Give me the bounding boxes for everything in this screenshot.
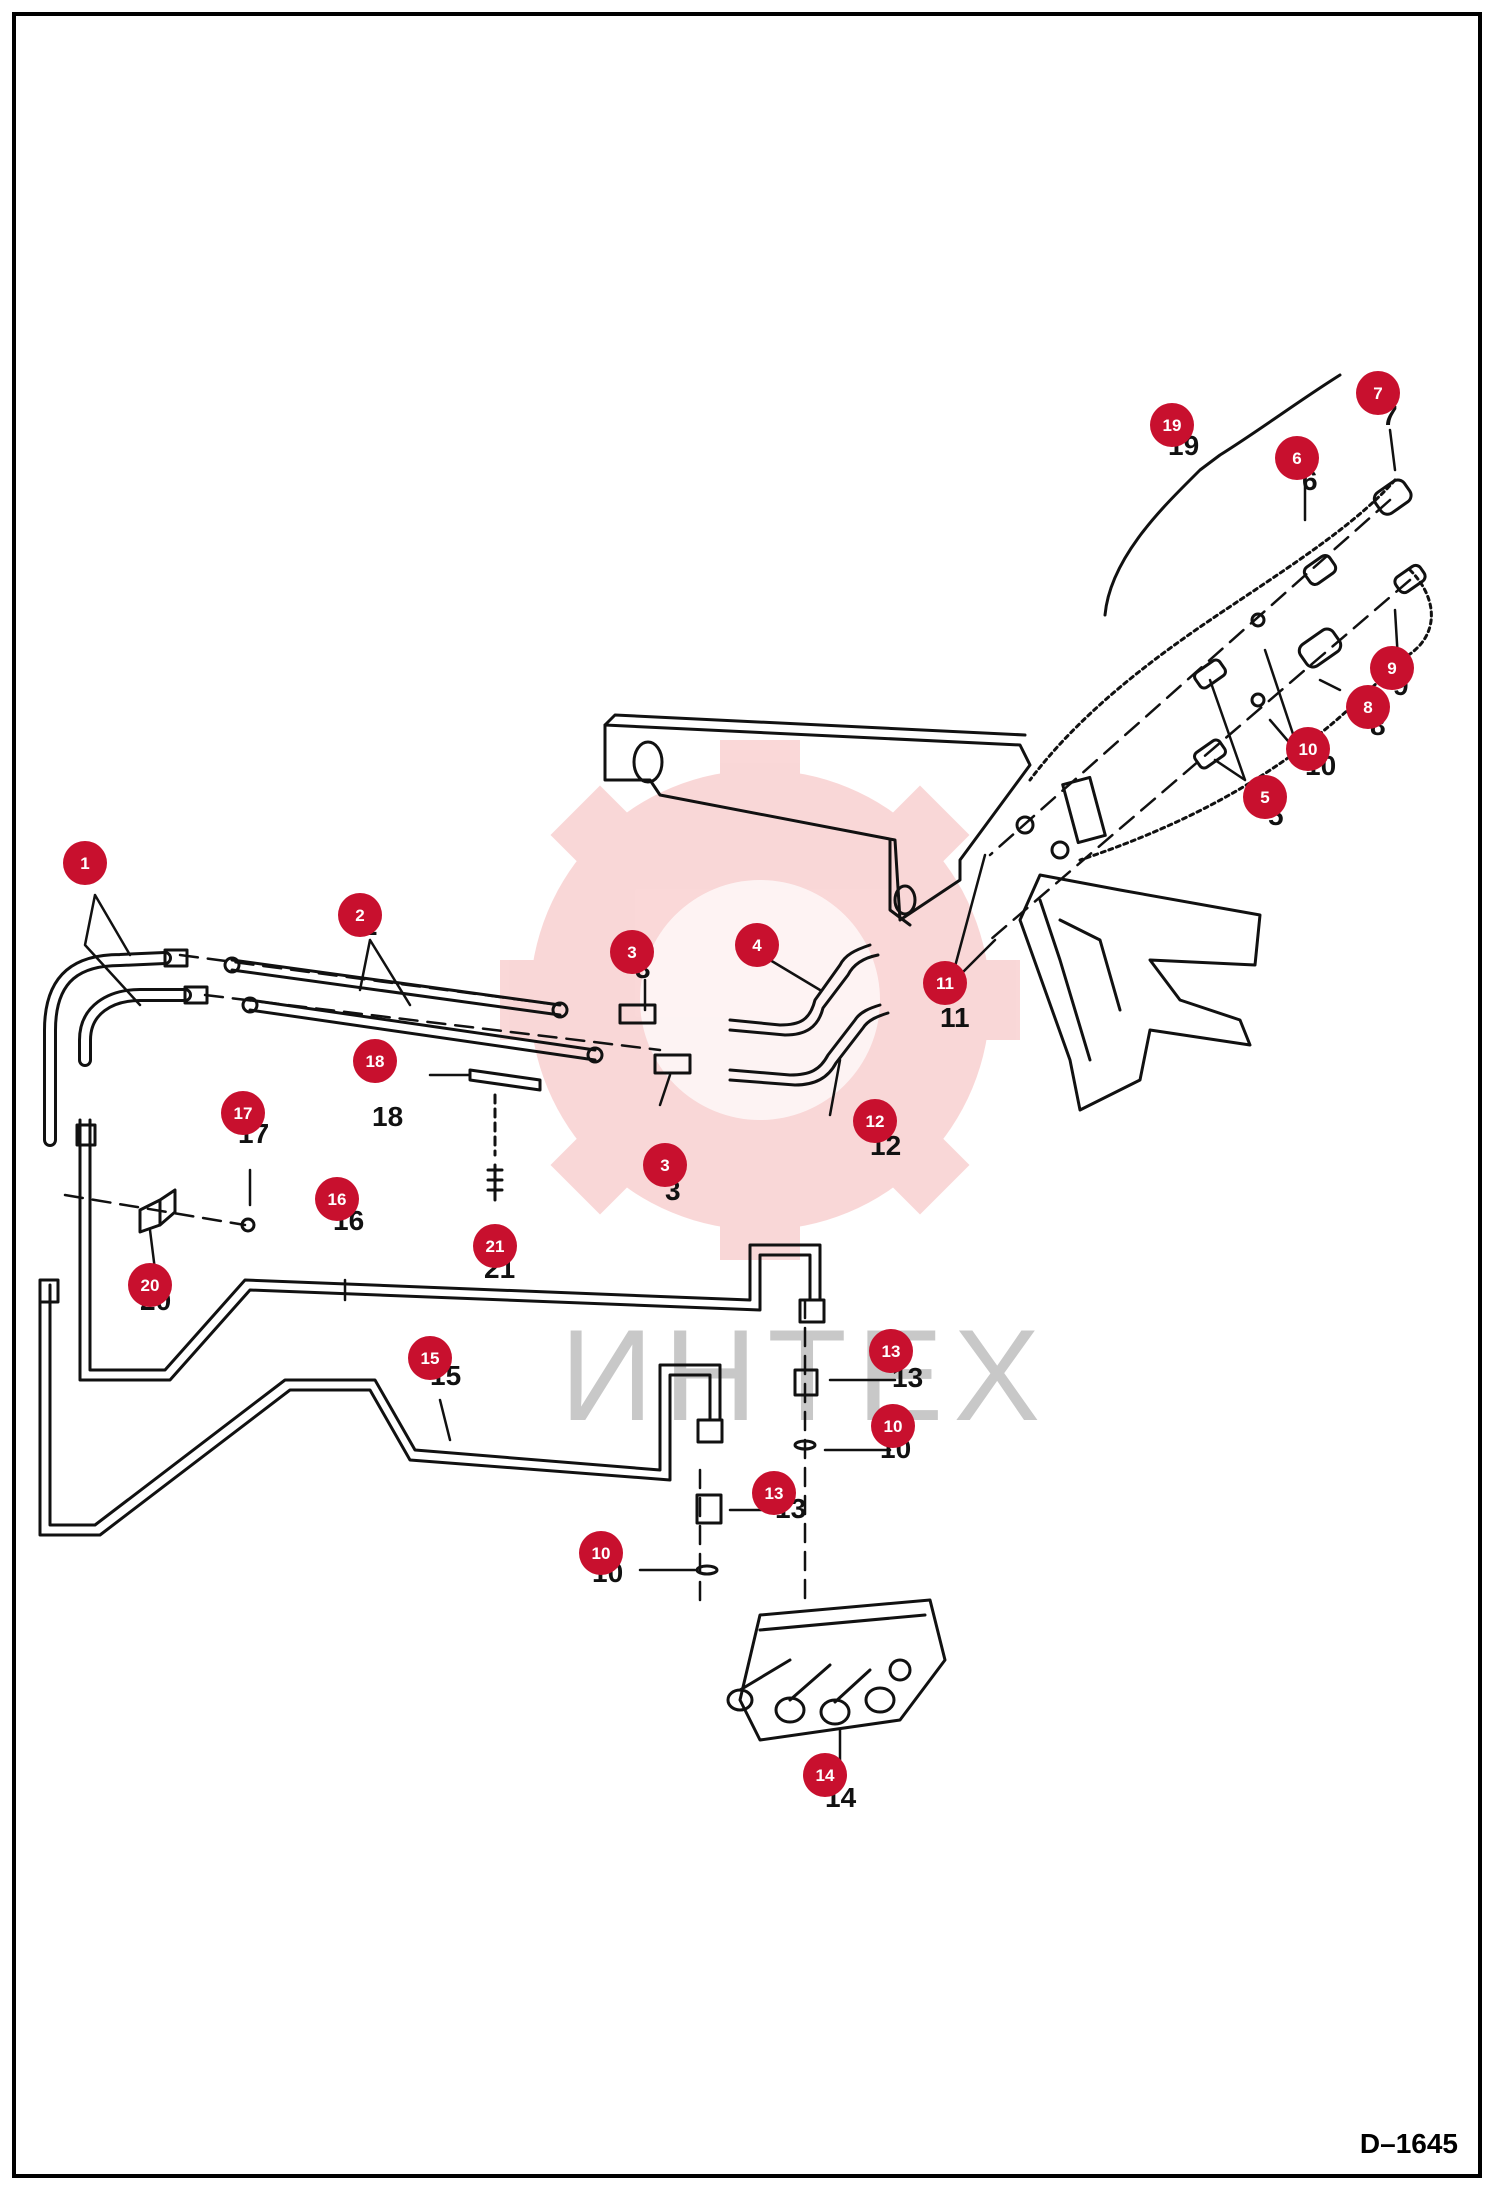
callout-badge-19[interactable]: 19 [1150, 403, 1194, 447]
callout-badge-2[interactable]: 2 [338, 893, 382, 937]
callout-badge-10-lower[interactable]: 10 [579, 1531, 623, 1575]
svg-text:12: 12 [866, 1112, 885, 1131]
svg-text:15: 15 [421, 1349, 440, 1368]
callout-badge-16[interactable]: 16 [315, 1177, 359, 1221]
callout-badge-18[interactable]: 18 [353, 1039, 397, 1083]
coupling-lower [653, 1053, 692, 1075]
watermark-text: ИНТЕХ [560, 1302, 1050, 1448]
svg-text:10: 10 [1299, 740, 1318, 759]
svg-text:4: 4 [752, 936, 762, 955]
callout-badge-15[interactable]: 15 [408, 1336, 452, 1380]
callout-badge-7[interactable]: 7 [1356, 371, 1400, 415]
svg-text:10: 10 [884, 1417, 903, 1436]
callout-badge-8[interactable]: 8 [1346, 685, 1390, 729]
part-number-18: 18 [372, 1101, 403, 1132]
callout-badge-21[interactable]: 21 [473, 1224, 517, 1268]
nut [240, 1217, 256, 1233]
callout-badge-3-upper[interactable]: 3 [610, 930, 654, 974]
callout-badge-14[interactable]: 14 [803, 1753, 847, 1797]
svg-text:7: 7 [1373, 384, 1382, 403]
svg-text:20: 20 [141, 1276, 160, 1295]
callout-badge-12[interactable]: 12 [853, 1099, 897, 1143]
callout-badge-5[interactable]: 5 [1243, 775, 1287, 819]
svg-text:5: 5 [1260, 788, 1269, 807]
fitting-13-lower [695, 1493, 723, 1525]
svg-text:6: 6 [1292, 449, 1301, 468]
callout-badge-13-upper[interactable]: 13 [869, 1329, 913, 1373]
svg-text:13: 13 [765, 1484, 784, 1503]
bracket [138, 1188, 177, 1234]
callout-badges: 1 2 3 3 4 5 6 7 8 9 10 10 10 11 12 13 13… [63, 371, 1414, 1797]
watermark-gear-hole [640, 880, 880, 1120]
o-ring-lower [695, 1564, 719, 1576]
svg-text:3: 3 [627, 943, 636, 962]
part-number-11: 11 [940, 1002, 970, 1033]
callout-badge-6[interactable]: 6 [1275, 436, 1319, 480]
callout-badge-10-upper[interactable]: 10 [1286, 727, 1330, 771]
loader-arm [603, 713, 1262, 1112]
quick-couplers [1015, 478, 1427, 860]
callout-badge-17[interactable]: 17 [221, 1091, 265, 1135]
callout-badge-4[interactable]: 4 [735, 923, 779, 967]
svg-text:14: 14 [816, 1766, 835, 1785]
svg-text:21: 21 [486, 1237, 505, 1256]
line-15 [38, 1123, 724, 1537]
steel-tubes [223, 956, 604, 1064]
drawing-frame [12, 12, 1482, 2178]
hoses [43, 948, 209, 1147]
svg-text:19: 19 [1163, 416, 1182, 435]
coupling-upper [618, 1003, 657, 1025]
callout-badge-13-lower[interactable]: 13 [752, 1471, 796, 1515]
callout-badge-9[interactable]: 9 [1370, 646, 1414, 690]
drawing-code: D–1645 [1359, 2128, 1458, 2159]
svg-text:18: 18 [366, 1052, 385, 1071]
svg-text:10: 10 [592, 1544, 611, 1563]
watermark-gear-icon [500, 740, 1020, 1260]
coupler-bracket [1103, 373, 1342, 617]
svg-text:13: 13 [882, 1342, 901, 1361]
chain-upper [1028, 478, 1397, 782]
leader-lines [83, 428, 1400, 1772]
svg-text:8: 8 [1363, 698, 1372, 717]
control-valve [726, 1598, 947, 1742]
o-ring-upper [793, 1439, 817, 1451]
bent-tube-12 [728, 1003, 882, 1077]
svg-text:2: 2 [355, 906, 364, 925]
svg-text:9: 9 [1387, 659, 1396, 678]
callout-badge-1[interactable]: 1 [63, 841, 107, 885]
svg-text:11: 11 [936, 974, 954, 993]
clamp [468, 1068, 542, 1092]
svg-text:16: 16 [328, 1190, 347, 1209]
fitting-13-upper [793, 1368, 819, 1397]
svg-text:3: 3 [660, 1156, 669, 1175]
bent-tube-4 [728, 943, 872, 1027]
line-16 [78, 1118, 826, 1382]
svg-text:1: 1 [80, 854, 89, 873]
svg-text:17: 17 [234, 1104, 253, 1123]
callout-badge-20[interactable]: 20 [128, 1263, 172, 1307]
callout-badge-3-lower[interactable]: 3 [643, 1143, 687, 1187]
callout-badge-11[interactable]: 11 [923, 961, 967, 1005]
callout-badge-10-middle[interactable]: 10 [871, 1404, 915, 1448]
bolt [486, 1163, 504, 1202]
